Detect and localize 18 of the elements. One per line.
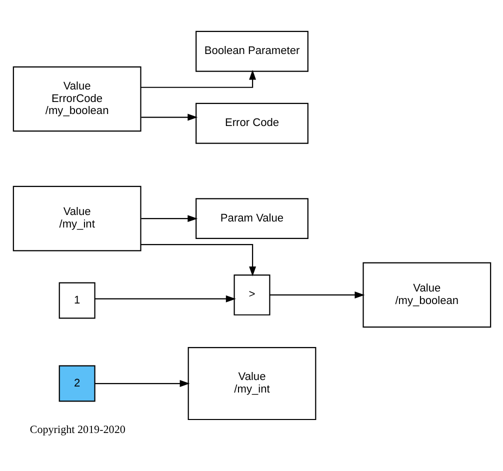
node-box: Value /my_int bbox=[187, 346, 316, 420]
arrow bbox=[269, 290, 364, 298]
node-box: Value ErrorCode /my_boolean bbox=[12, 66, 141, 132]
node-box: Value /my_int bbox=[12, 185, 141, 251]
arrow bbox=[140, 69, 256, 88]
node-box: Value /my_boolean bbox=[362, 262, 491, 328]
arrow bbox=[94, 294, 236, 302]
arrow bbox=[140, 244, 256, 276]
arrow bbox=[140, 113, 198, 120]
node-box: Boolean Parameter bbox=[195, 30, 308, 72]
node-box: 1 bbox=[58, 282, 95, 318]
node-box: Error Code bbox=[195, 102, 308, 144]
node-box: 2 bbox=[58, 364, 95, 402]
arrow bbox=[94, 380, 190, 386]
arrow bbox=[140, 214, 198, 222]
node-box: Param Value bbox=[195, 198, 308, 239]
caption: Copyright 2019-2020 bbox=[29, 423, 125, 436]
node-box: > bbox=[233, 274, 270, 315]
